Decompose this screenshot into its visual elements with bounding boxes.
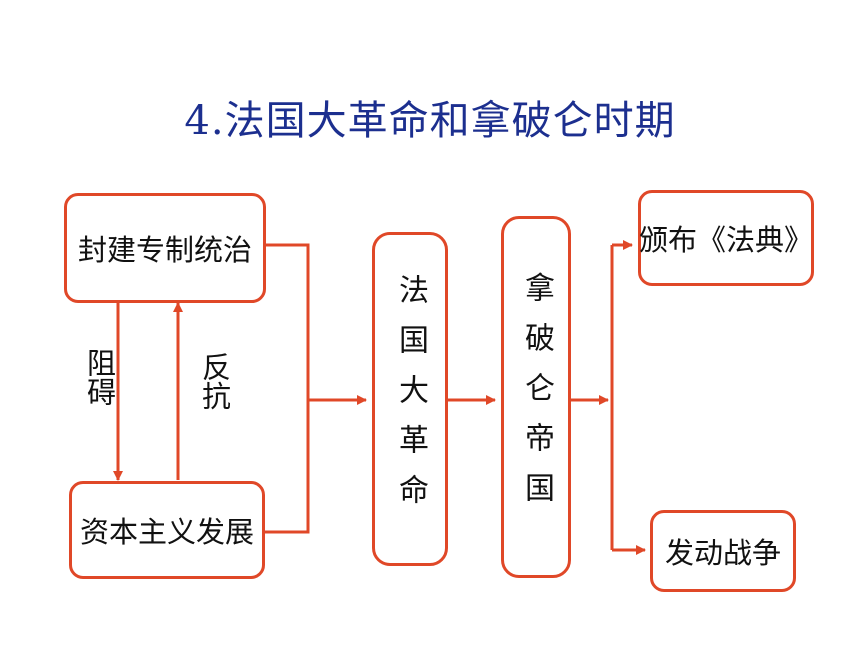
node-napoleonic-empire: 拿破仑帝国: [501, 216, 571, 578]
edge-label-hinder: 阻碍: [77, 348, 121, 406]
diagram-title: 4.法国大革命和拿破仑时期: [184, 98, 676, 144]
node-french-revolution: 法国大革命: [372, 232, 448, 566]
node-capitalism-development: 资本主义发展: [69, 481, 265, 579]
node-issue-code-label: 颁布《法典》: [639, 223, 814, 257]
node-issue-code: 颁布《法典》: [638, 190, 814, 286]
node-launch-war: 发动战争: [650, 510, 796, 592]
node-capitalism-development-label: 资本主义发展: [79, 515, 254, 549]
edge-label-hinder-char: 阻碍: [82, 348, 117, 406]
merge-bracket: [265, 243, 310, 534]
node-french-revolution-label: 法国大革命: [393, 274, 428, 524]
edge-label-resist: 反抗: [192, 352, 236, 410]
node-napoleonic-empire-label: 拿破仑帝国: [519, 272, 554, 522]
node-feudal-rule-label: 封建专制统治: [77, 233, 252, 267]
node-launch-war-label: 发动战争: [664, 536, 781, 570]
edge-label-resist-char: 反抗: [197, 352, 232, 410]
node-feudal-rule: 封建专制统治: [64, 193, 266, 303]
